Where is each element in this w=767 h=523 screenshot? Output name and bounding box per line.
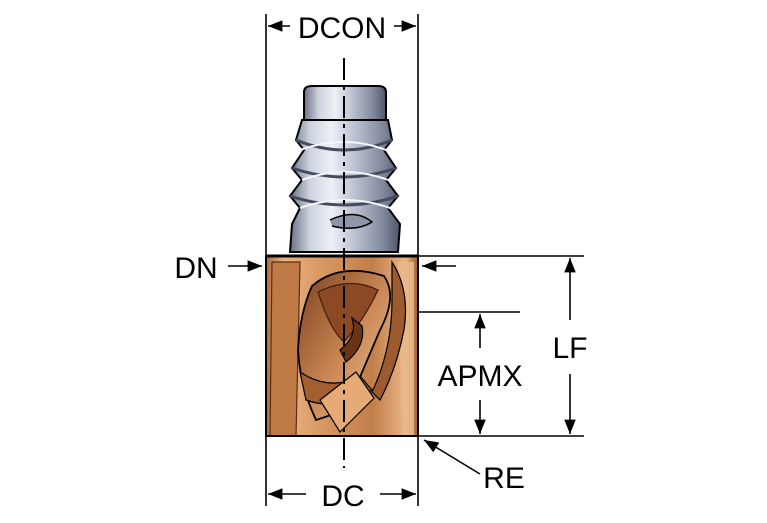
dimension-lines — [228, 14, 584, 506]
lf-label: LF — [552, 332, 587, 365]
cutting-head — [265, 254, 419, 437]
re-label: RE — [483, 462, 525, 495]
threaded-shank — [288, 85, 402, 253]
dn-label: DN — [174, 252, 217, 285]
dcon-label: DCON — [298, 12, 386, 45]
apmx-label: APMX — [437, 360, 522, 393]
dc-label: DC — [321, 480, 364, 513]
